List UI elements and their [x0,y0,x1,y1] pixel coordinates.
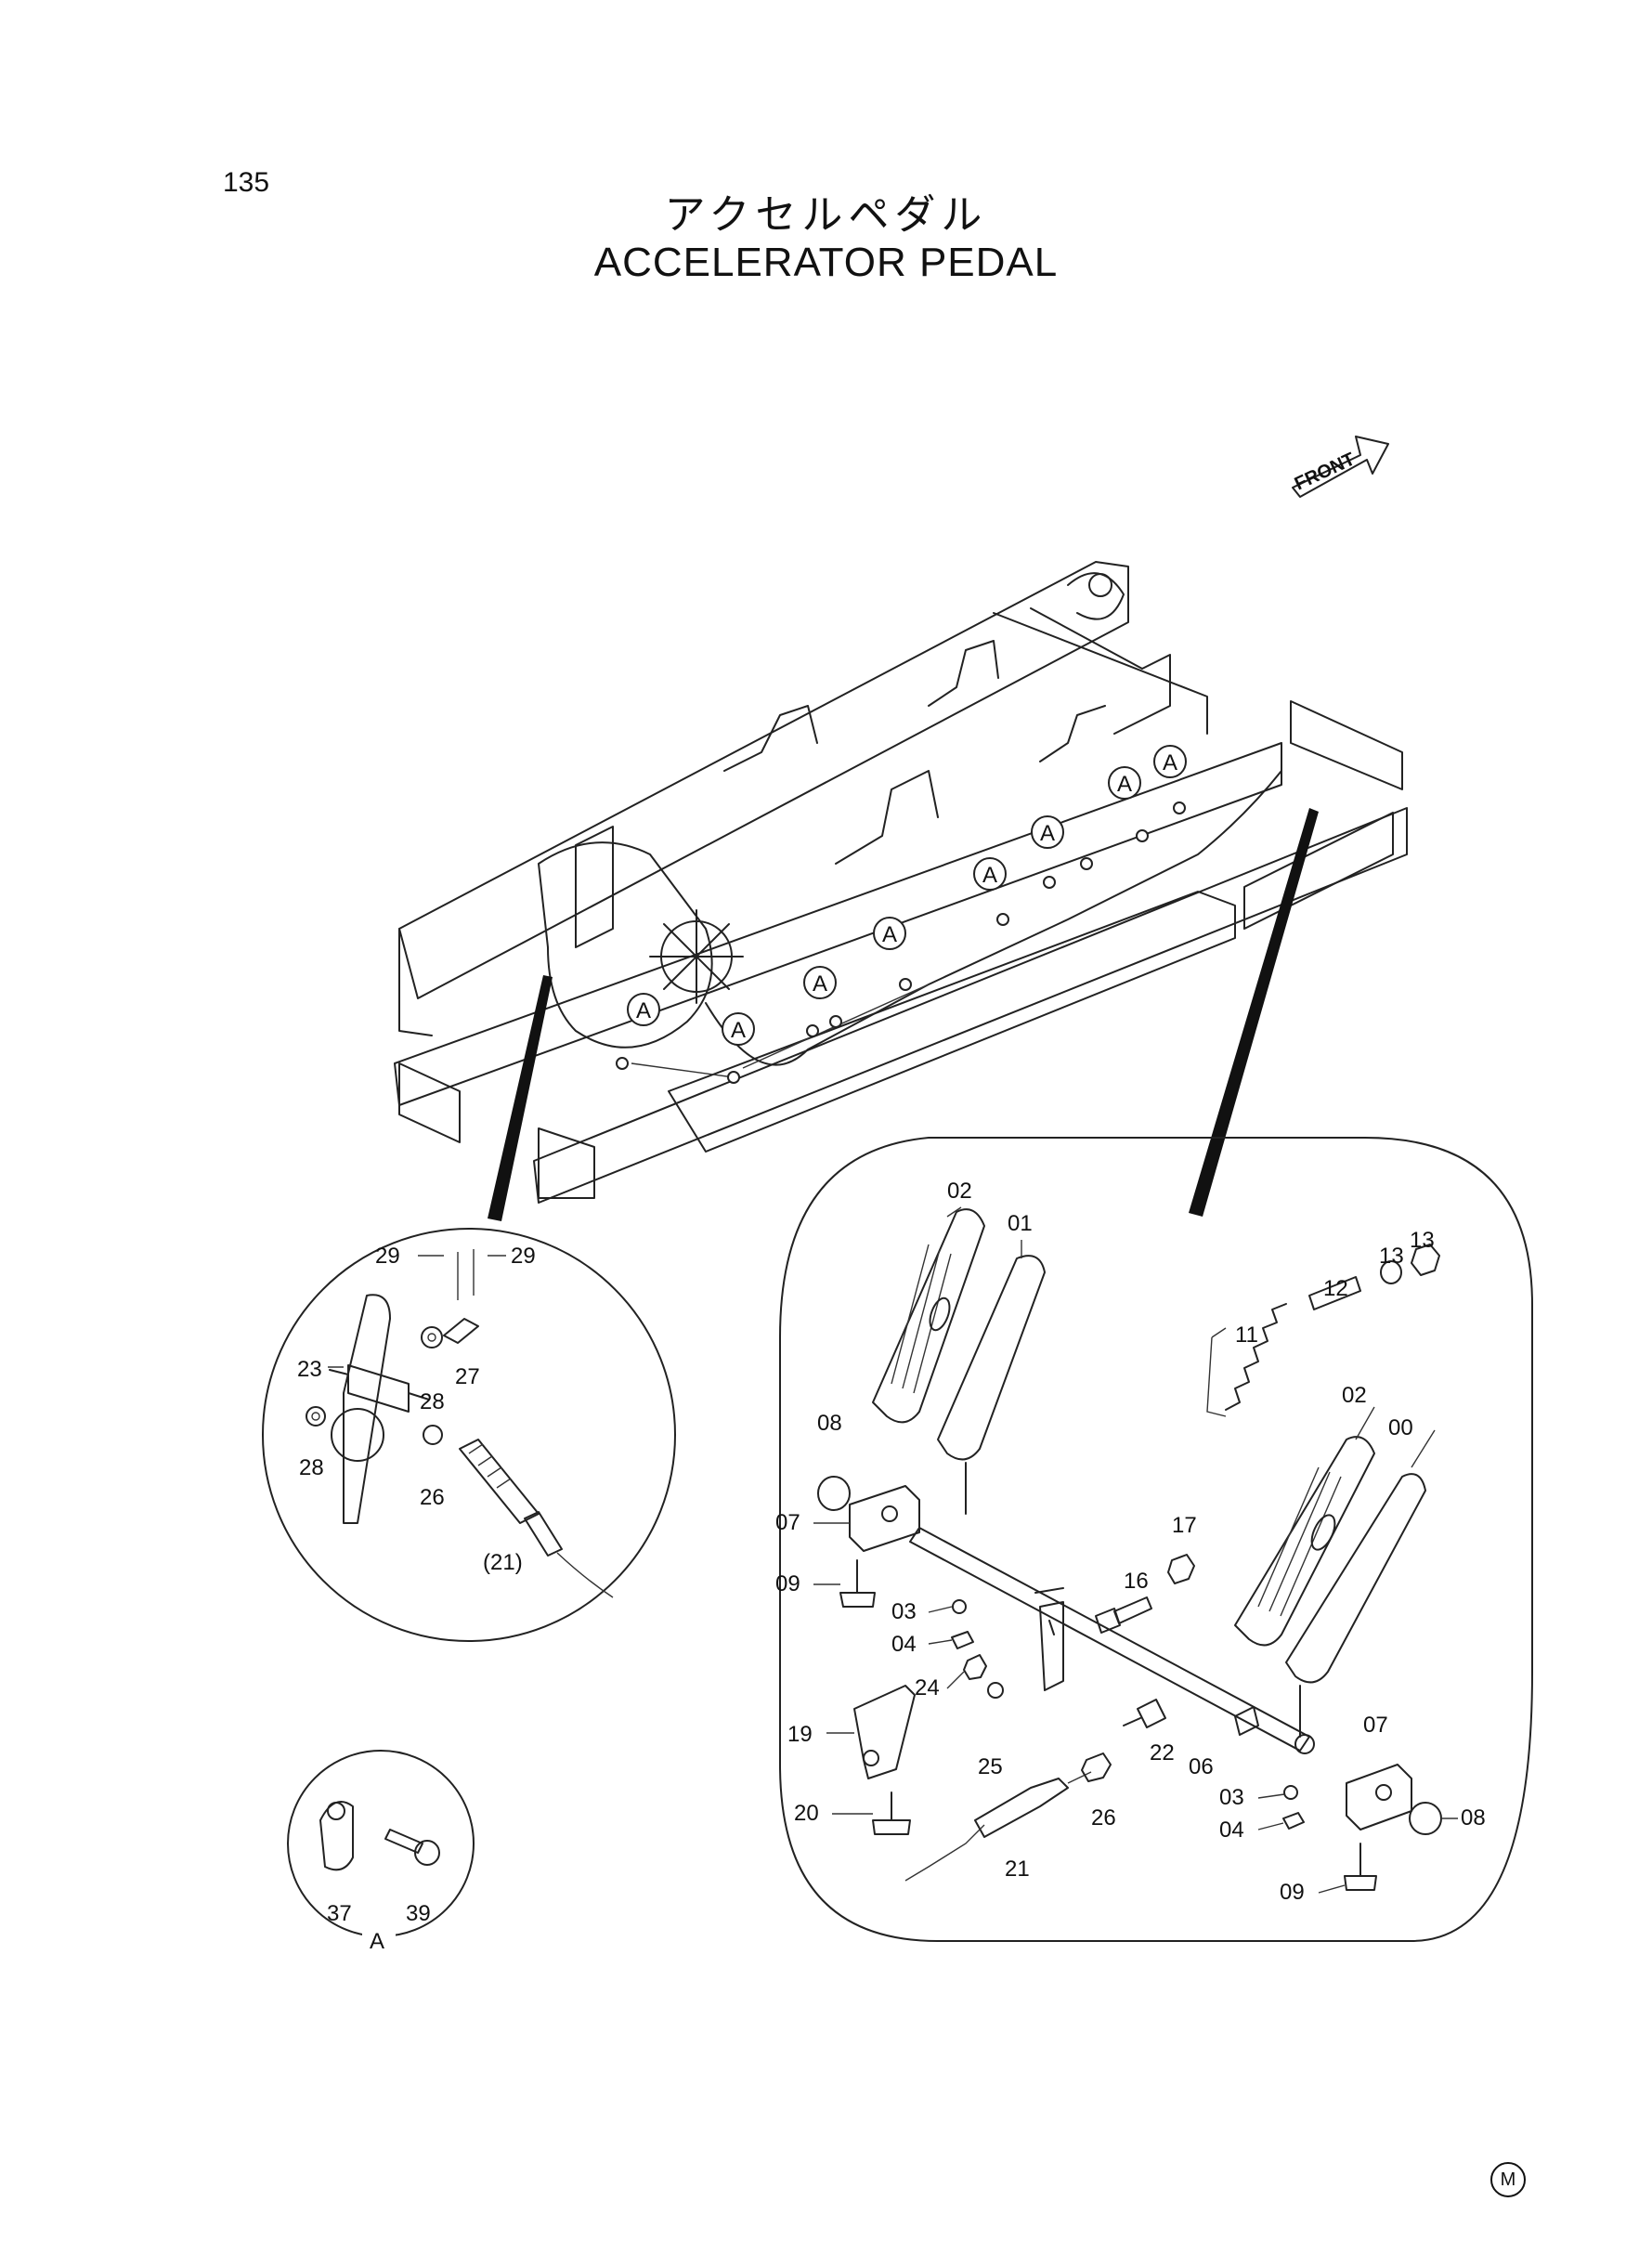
svg-text:11: 11 [1235,1322,1258,1348]
svg-text:26: 26 [420,1485,445,1510]
svg-text:04: 04 [1219,1818,1244,1843]
svg-text:24: 24 [915,1675,940,1700]
svg-text:03: 03 [1219,1785,1244,1810]
svg-text:13: 13 [1410,1228,1435,1253]
svg-text:21: 21 [1005,1857,1030,1882]
svg-text:03: 03 [891,1599,917,1624]
svg-text:37: 37 [327,1901,352,1926]
svg-text:07: 07 [775,1510,800,1535]
svg-text:A: A [1117,772,1132,797]
svg-text:00: 00 [1388,1415,1413,1440]
svg-text:09: 09 [1280,1880,1305,1905]
corner-mark: M [1490,2162,1526,2197]
svg-text:29: 29 [375,1244,400,1269]
svg-text:39: 39 [406,1901,431,1926]
callout-a: A [803,966,837,999]
callout-a: A [1031,815,1064,849]
svg-text:20: 20 [794,1801,819,1826]
pedal-detail-labels: 02 01 13 13 12 11 02 00 08 07 16 17 09 0… [775,1179,1486,1905]
svg-text:19: 19 [787,1722,813,1747]
front-arrow-icon: FRONT [1292,436,1389,498]
svg-text:A: A [636,998,651,1023]
pedal-detail-view [779,1137,1533,1942]
left-detail-leader [488,975,553,1221]
svg-text:22: 22 [1150,1740,1175,1765]
svg-text:07: 07 [1363,1713,1388,1738]
svg-text:02: 02 [947,1179,972,1204]
frame-callouts: A A A A A A A A A A [627,745,1187,1046]
svg-text:09: 09 [775,1571,800,1596]
front-label: FRONT [1292,449,1359,494]
svg-text:12: 12 [1323,1276,1348,1301]
callout-a: A [1108,766,1141,800]
callout-a: A [627,993,660,1026]
svg-text:A: A [731,1018,746,1043]
svg-text:13: 13 [1379,1244,1404,1269]
svg-text:27: 27 [455,1364,480,1389]
svg-text:28: 28 [299,1455,324,1480]
svg-text:25: 25 [978,1754,1003,1779]
svg-text:23: 23 [297,1357,322,1382]
detail-a-view: 37 39 A [287,1750,475,1954]
svg-text:06: 06 [1189,1754,1214,1779]
svg-text:08: 08 [1461,1805,1486,1831]
title-english: ACCELERATOR PEDAL [593,240,1059,285]
callout-a: A [873,917,906,950]
svg-text:(21): (21) [483,1550,523,1575]
page-number: 135 [223,167,270,198]
main-frame [394,561,1408,1204]
left-detail-labels: 29 29 27 23 28 28 26 (21) [297,1244,536,1575]
svg-text:26: 26 [1091,1805,1116,1831]
callout-a: A [973,857,1007,891]
svg-text:A: A [813,971,827,997]
callout-a: A [1153,745,1187,778]
svg-text:28: 28 [420,1389,445,1414]
pedal-detail-leader [1189,808,1319,1217]
detail-a-caption: A [370,1929,384,1954]
left-detail-view [262,1228,676,1642]
svg-text:01: 01 [1008,1211,1033,1236]
svg-text:29: 29 [511,1244,536,1269]
svg-text:17: 17 [1172,1513,1197,1538]
svg-text:A: A [982,863,997,888]
svg-text:A: A [882,922,897,947]
callout-a: A [722,1012,755,1046]
svg-text:08: 08 [817,1411,842,1436]
title-japanese: アクセルペダル [664,191,988,239]
svg-text:02: 02 [1342,1383,1367,1408]
svg-text:16: 16 [1124,1569,1149,1594]
svg-text:A: A [1040,821,1055,846]
svg-text:04: 04 [891,1632,917,1657]
svg-text:A: A [1163,750,1177,775]
